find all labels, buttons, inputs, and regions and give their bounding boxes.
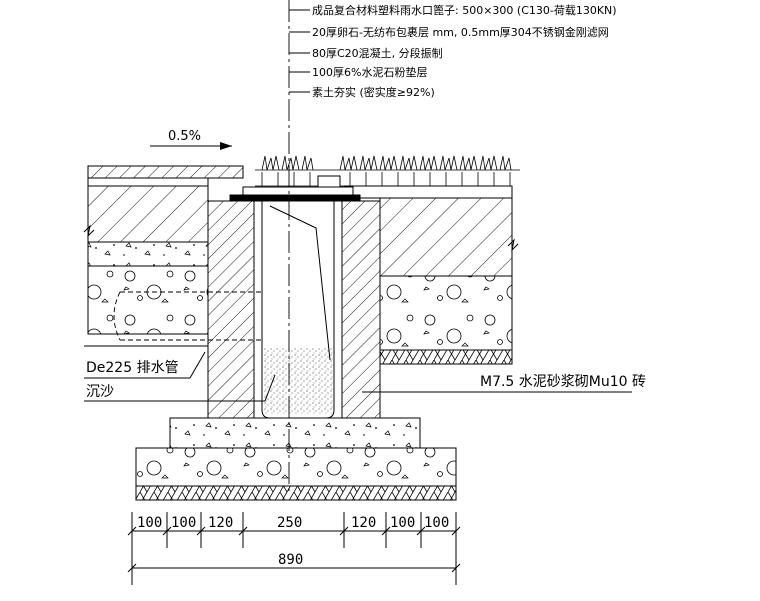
side-labels: De225 排水管 沉沙 M7.5 水泥砂浆砌Mu10 砖 [84,345,646,402]
callout-cushion: 100厚6%水泥石粉垫层 [312,65,427,79]
dim-total: 890 [278,552,303,568]
grate-cover[interactable] [229,175,361,202]
sand-label: 沉沙 [86,384,114,400]
grass-row [255,155,520,171]
callout-soil: 素土夯实 (密实度≥92%) [312,85,435,99]
dim-segment: 120 [351,515,376,531]
dim-segment: 100 [137,515,162,531]
brick-walls [207,200,381,419]
dim-segment: 250 [277,515,302,531]
callout-concrete: 80厚C20混凝土, 分段振制 [312,46,443,60]
slope-label: 0.5% [168,129,201,144]
inner-chamber [253,200,343,419]
callout-leaders [289,9,310,93]
callout-grate-spec: 成品复合材料塑料雨水口篦子: 500×300 (C130-荷载130KN) [312,3,617,17]
pebble-filter-layer [255,172,512,187]
drain-pipe [113,291,262,341]
pipe-label: De225 排水管 [86,360,179,376]
slope-indicator: 0.5% [150,129,232,150]
right-break-mark [507,238,519,252]
dim-segment: 100 [171,515,196,531]
dimension-lines [127,512,461,585]
right-pavement-layers [343,185,513,365]
dimension-labels: 100 100 120 250 120 100 100 890 [137,515,449,568]
brick-wall-label: M7.5 水泥砂浆砌Mu10 砖 [480,374,646,390]
callout-texts: 成品复合材料塑料雨水口篦子: 500×300 (C130-荷载130KN) 20… [312,3,617,99]
left-break-mark [83,224,95,238]
callout-filter-layer: 20厚卵石-无纺布包裹层 mm, 0.5mm厚304不锈钢金刚滤网 [312,25,609,39]
dim-segment: 100 [390,515,415,531]
dim-segment: 120 [208,515,233,531]
dim-segment: 100 [424,515,449,531]
foundation [135,417,457,501]
